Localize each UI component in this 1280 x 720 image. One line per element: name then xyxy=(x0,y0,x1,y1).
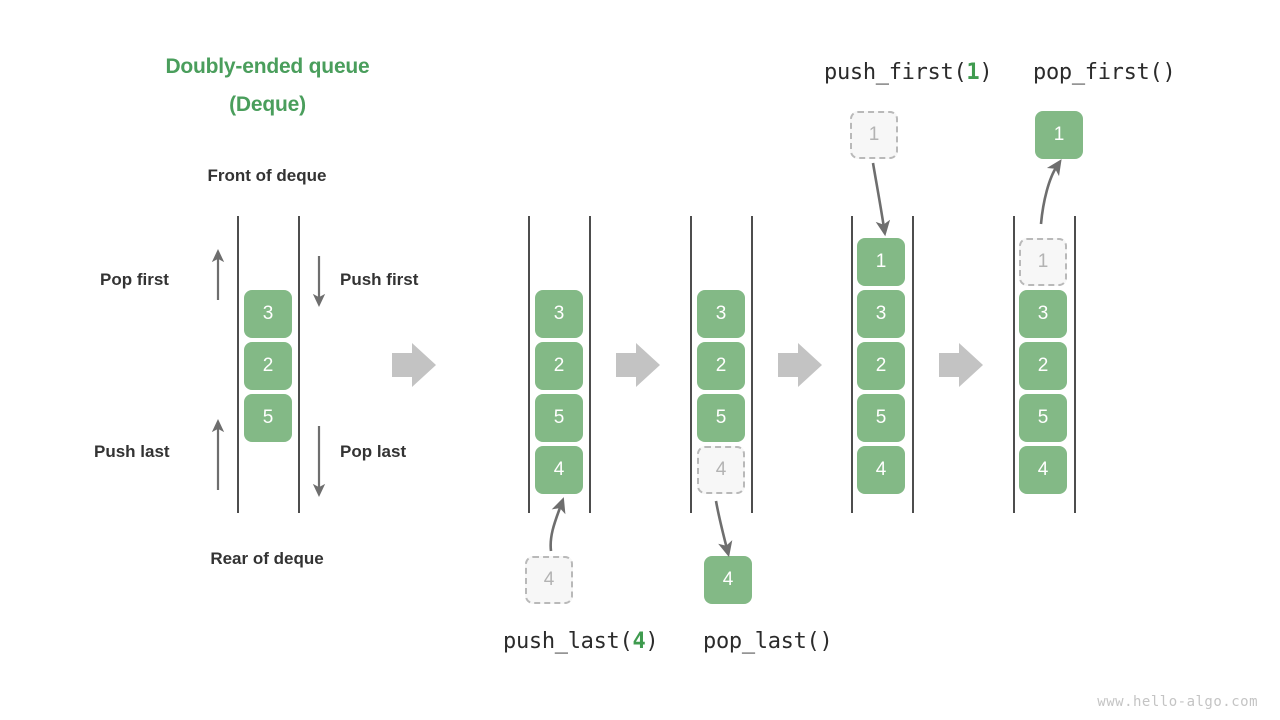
node: 4 xyxy=(1019,446,1067,494)
push-first-call-label: push_first(1) xyxy=(824,60,993,85)
deque-rail-left xyxy=(528,216,530,513)
pop-last-call-label: pop_last() xyxy=(703,629,833,654)
node: 3 xyxy=(1019,290,1067,338)
node: 5 xyxy=(697,394,745,442)
deque-rail-left xyxy=(690,216,692,513)
node: 2 xyxy=(244,342,292,390)
node: 5 xyxy=(244,394,292,442)
node: 3 xyxy=(697,290,745,338)
deque-rail-right xyxy=(1074,216,1076,513)
deque-rail-right xyxy=(589,216,591,513)
deque-rail-left xyxy=(237,216,239,513)
push-last-call-label: push_last(4) xyxy=(503,629,659,654)
step-arrow-4 xyxy=(939,343,983,387)
pop-last-transition-arrow xyxy=(714,500,733,558)
ghost-node-pop-first: 1 xyxy=(1019,238,1067,286)
deque-rail-left xyxy=(851,216,853,513)
deque-rail-right xyxy=(751,216,753,513)
push-last-call-close: ) xyxy=(645,629,659,654)
push-last-label: Push last xyxy=(94,442,170,461)
ghost-node-push-last: 4 xyxy=(525,556,573,604)
page-title: Doubly-ended queue (Deque) xyxy=(0,56,535,115)
deque-rail-left xyxy=(1013,216,1015,513)
pop-last-label: Pop last xyxy=(340,442,407,461)
node: 3 xyxy=(244,290,292,338)
push-last-call-arg: 4 xyxy=(632,629,646,654)
pop-first-transition-arrow xyxy=(1039,159,1062,225)
push-first-transition-arrow xyxy=(871,162,891,237)
push-first-call-close: ) xyxy=(979,60,993,85)
step-arrow-2 xyxy=(616,343,660,387)
step-arrow-3 xyxy=(778,343,822,387)
node-popped-first: 1 xyxy=(1035,111,1083,159)
front-of-deque-label: Front of deque xyxy=(207,166,327,185)
push-first-label: Push first xyxy=(340,270,419,289)
node: 5 xyxy=(535,394,583,442)
node: 2 xyxy=(1019,342,1067,390)
node: 2 xyxy=(857,342,905,390)
push-first-call-arg: 1 xyxy=(966,60,980,85)
deque-rail-right xyxy=(912,216,914,513)
ghost-node-pop-last: 4 xyxy=(697,446,745,494)
push-last-transition-arrow xyxy=(549,497,566,552)
title-line-2: (Deque) xyxy=(229,93,306,116)
deque-rail-right xyxy=(298,216,300,513)
title-line-1: Doubly-ended queue xyxy=(165,55,370,78)
node: 1 xyxy=(857,238,905,286)
node: 3 xyxy=(535,290,583,338)
node: 4 xyxy=(857,446,905,494)
pop-first-call-label: pop_first() xyxy=(1033,60,1176,85)
node: 3 xyxy=(857,290,905,338)
node: 4 xyxy=(535,446,583,494)
rear-of-deque-label: Rear of deque xyxy=(210,549,324,568)
node: 5 xyxy=(857,394,905,442)
step-arrow-1 xyxy=(392,343,436,387)
pop-first-label: Pop first xyxy=(100,270,169,289)
node: 5 xyxy=(1019,394,1067,442)
push-last-call-name: push_last( xyxy=(503,629,633,654)
node-popped-last: 4 xyxy=(704,556,752,604)
ghost-node-push-first: 1 xyxy=(850,111,898,159)
watermark: www.hello-algo.com xyxy=(1097,694,1258,710)
node: 2 xyxy=(697,342,745,390)
push-first-call-name: push_first( xyxy=(824,60,967,85)
node: 2 xyxy=(535,342,583,390)
